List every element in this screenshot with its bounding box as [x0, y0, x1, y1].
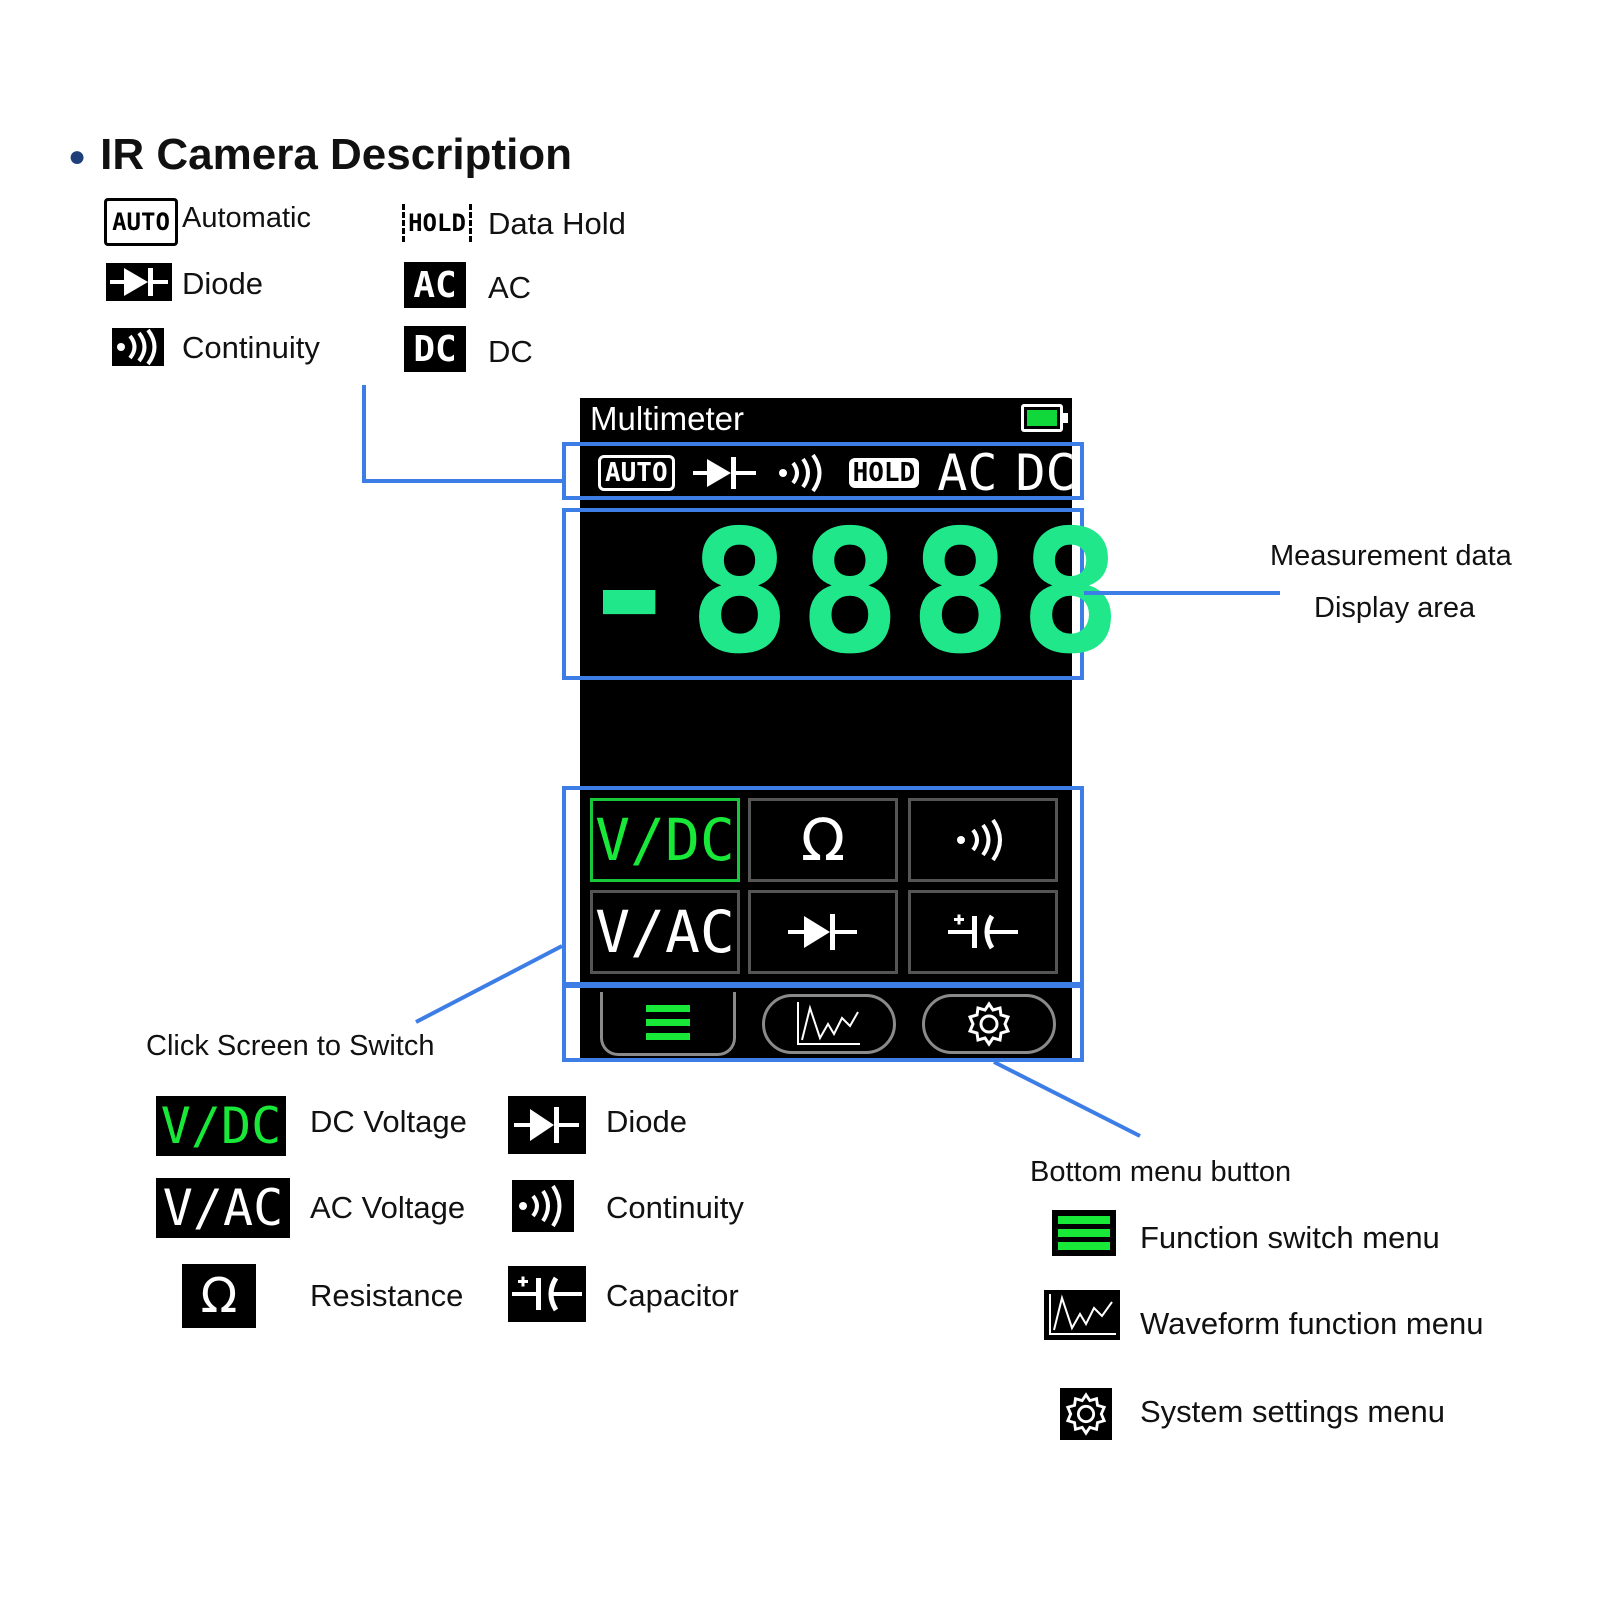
- waveform-menu-label: Waveform function menu: [1140, 1306, 1484, 1341]
- resistance-label: Resistance: [310, 1278, 464, 1313]
- settings-menu-label: System settings menu: [1140, 1394, 1445, 1429]
- callout-line-measurement: [1084, 591, 1280, 595]
- callout-line-status-h: [362, 479, 562, 483]
- menu-icon: [646, 1004, 690, 1040]
- continuity-icon: [112, 328, 164, 366]
- waveform-menu-button[interactable]: [762, 994, 896, 1054]
- diode-icon: [106, 263, 172, 301]
- ac-voltage-label: AC Voltage: [310, 1190, 466, 1225]
- measurement-callout-line2: Display area: [1314, 592, 1476, 624]
- capacitor-legend-icon: [508, 1266, 586, 1322]
- diode-button[interactable]: [748, 890, 898, 974]
- bullet-icon: ●: [68, 140, 87, 174]
- status-ac-icon: AC: [937, 444, 998, 502]
- function-menu-label: Function switch menu: [1140, 1220, 1440, 1255]
- continuity-icon: [957, 818, 1002, 862]
- gear-icon: [967, 1001, 1011, 1047]
- diode-legend-label: Diode: [606, 1104, 687, 1139]
- vac-button[interactable]: V/AC: [590, 890, 740, 974]
- menu-legend-icon: [1052, 1210, 1116, 1256]
- title-text: IR Camera Description: [100, 130, 573, 179]
- diode-legend-icon: [508, 1096, 586, 1154]
- capacitor-icon: [948, 914, 1018, 950]
- continuity-legend-label: Continuity: [606, 1190, 744, 1225]
- legend-ac-label: AC: [488, 270, 532, 305]
- diode-icon: [788, 914, 857, 950]
- callout-line-status: [362, 385, 366, 483]
- gear-legend-icon: [1060, 1388, 1112, 1440]
- reading-highlight: [562, 508, 1084, 680]
- status-continuity-icon: [778, 453, 822, 493]
- continuity-button[interactable]: [908, 798, 1058, 882]
- status-bar: AUTO HOLD AC DC: [598, 448, 1076, 498]
- bottom-menu-callout: Bottom menu button: [1030, 1156, 1292, 1188]
- waveform-legend-icon: [1044, 1290, 1120, 1340]
- vac-icon: V/AC: [156, 1178, 290, 1238]
- legend-continuity-label: Continuity: [182, 330, 320, 365]
- status-dc-icon: DC: [1015, 444, 1076, 502]
- capacitor-button[interactable]: [908, 890, 1058, 974]
- ac-icon: AC: [404, 262, 466, 308]
- status-bar-highlight: [562, 442, 1084, 500]
- legend-dc-label: DC: [488, 334, 533, 369]
- click-switch-callout: Click Screen to Switch: [146, 1030, 435, 1062]
- vdc-button[interactable]: V/DC: [590, 798, 740, 882]
- auto-icon: AUTO: [104, 198, 178, 246]
- measurement-callout-line1: Measurement data: [1270, 540, 1512, 572]
- bottom-menu-highlight: [562, 984, 1084, 1062]
- measurement-reading: -8888: [578, 494, 1130, 692]
- capacitor-legend-label: Capacitor: [606, 1278, 739, 1313]
- page-title: ● IR Camera Description: [68, 130, 572, 180]
- resistance-button[interactable]: Ω: [748, 798, 898, 882]
- status-diode-icon: [692, 457, 756, 489]
- dc-voltage-label: DC Voltage: [310, 1104, 467, 1139]
- status-hold-icon: HOLD: [848, 458, 920, 488]
- hold-icon: HOLD: [402, 204, 472, 242]
- screen-title: Multimeter: [590, 400, 745, 437]
- legend-diode-label: Diode: [182, 266, 263, 301]
- continuity-legend-icon: [512, 1180, 574, 1232]
- waveform-icon: [797, 1002, 860, 1045]
- function-menu-button[interactable]: [600, 992, 736, 1056]
- resistance-icon: Ω: [182, 1264, 256, 1328]
- legend-automatic-label: Automatic: [182, 202, 311, 234]
- settings-menu-button[interactable]: [922, 994, 1056, 1054]
- battery-icon: [1021, 404, 1068, 432]
- status-auto-icon: AUTO: [598, 455, 675, 491]
- dc-icon: DC: [404, 326, 466, 372]
- vdc-icon: V/DC: [156, 1096, 286, 1156]
- legend-hold-label: Data Hold: [488, 206, 626, 241]
